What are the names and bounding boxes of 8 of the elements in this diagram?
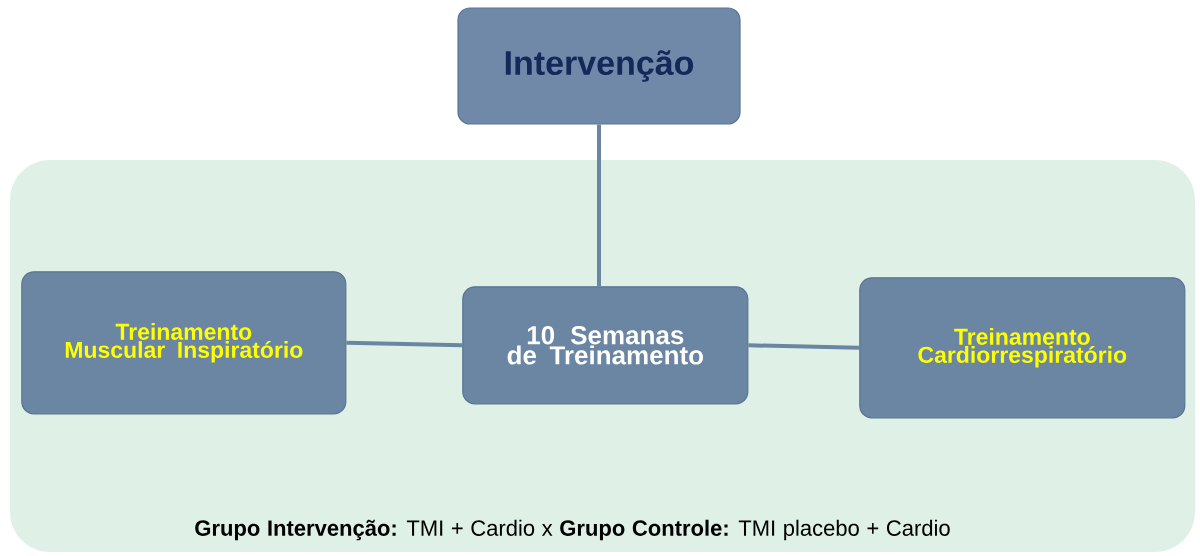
heading-box: Intervenção — [457, 7, 741, 125]
process-box: Treinamento Muscular Inspiratório — [21, 271, 347, 415]
process-box: 10 Semanas de Treinamento — [462, 286, 749, 405]
connector-line — [597, 124, 601, 287]
caption-text: Grupo Intervenção: TMI + Cardio x Grupo Controle: TMI placebo + Cardio — [195, 519, 950, 541]
process-box: Treinamento Cardiorrespiratório — [859, 277, 1186, 419]
connector-line — [346, 340, 463, 348]
connector-line — [748, 343, 860, 350]
